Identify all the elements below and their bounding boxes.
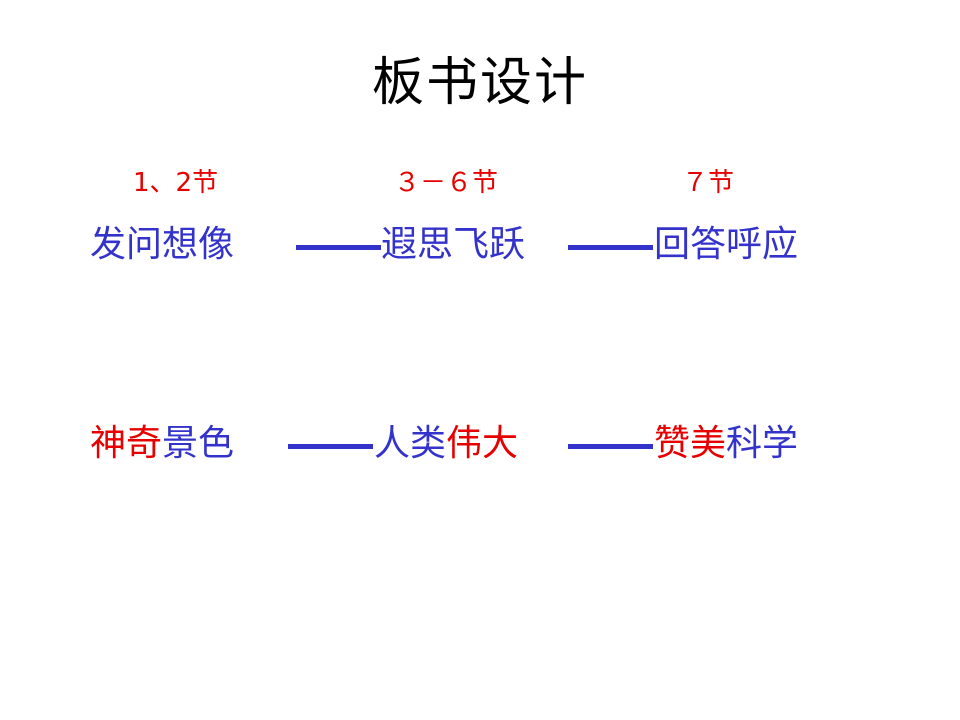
phrase-segment: 赞美 (654, 423, 727, 464)
connector-dash (568, 245, 653, 250)
connector-dash (288, 444, 373, 449)
row-2-phrase-1: 神奇景色 (90, 421, 234, 467)
phrase-segment: 神奇 (90, 423, 163, 464)
row-1-phrase-3: 回答呼应 (654, 222, 798, 268)
phrase-segment: 伟大 (446, 423, 519, 464)
phrase-segment: 人类 (374, 423, 447, 464)
row-1-phrase-1: 发问想像 (90, 222, 234, 268)
row-1-phrase-2: 遐思飞跃 (381, 222, 525, 268)
page-title: 板书设计 (371, 53, 588, 113)
phrase-segment: 景色 (162, 423, 235, 464)
section-label-3-6: ３－６节 (394, 168, 499, 198)
connector-dash (568, 444, 653, 449)
section-label-7: ７节 (682, 168, 735, 198)
section-label-1-2: 1、2节 (133, 168, 219, 198)
row-2-phrase-3: 赞美科学 (654, 421, 798, 467)
phrase-segment: 发问想像 (90, 224, 235, 265)
phrase-segment: 回答呼应 (654, 224, 799, 265)
phrase-segment: 遐思飞跃 (381, 224, 526, 265)
row-2-phrase-2: 人类伟大 (374, 421, 518, 467)
phrase-segment: 科学 (726, 423, 799, 464)
connector-dash (296, 245, 381, 250)
